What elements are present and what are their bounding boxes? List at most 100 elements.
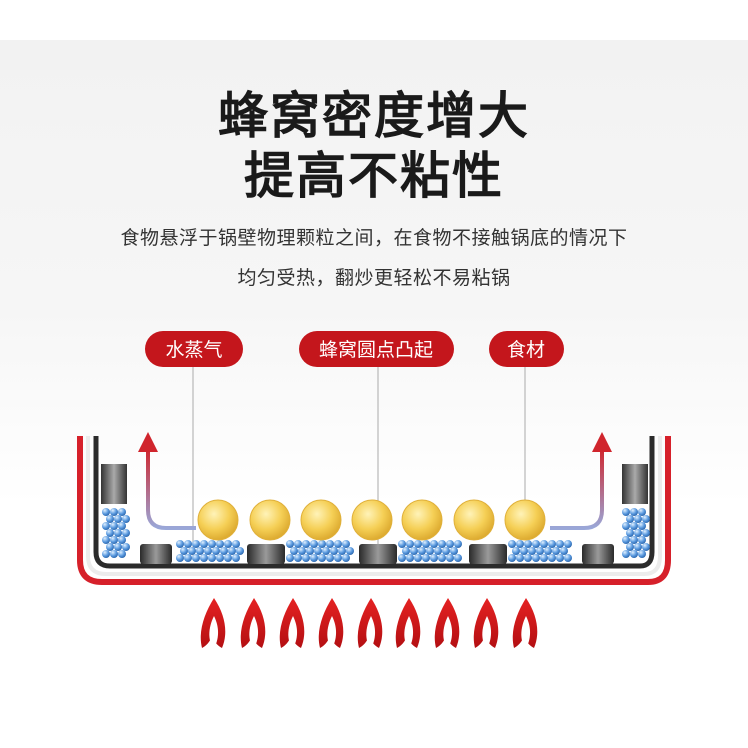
label-steam: 水蒸气 — [145, 331, 243, 367]
bubble — [334, 554, 342, 562]
bubble — [626, 529, 634, 537]
bubble — [508, 554, 516, 562]
side-block-left — [101, 464, 127, 504]
label-steam-text: 水蒸气 — [165, 339, 222, 361]
bubble — [532, 554, 540, 562]
bubble — [110, 522, 118, 530]
steam-arrow-icon-right — [592, 432, 612, 452]
bubble — [106, 515, 114, 523]
honeycomb-bumps — [140, 544, 614, 564]
bubble — [184, 554, 192, 562]
bubble — [102, 550, 110, 558]
bubble — [334, 540, 342, 548]
bubble — [634, 529, 642, 537]
bubble — [122, 515, 130, 523]
bubble — [114, 543, 122, 551]
bubble — [626, 515, 634, 523]
bubble — [512, 547, 520, 555]
bubble — [524, 540, 532, 548]
bubble — [398, 540, 406, 548]
bubble — [438, 554, 446, 562]
bubble — [286, 540, 294, 548]
bubble — [204, 547, 212, 555]
bubble — [638, 550, 646, 558]
bubble — [200, 554, 208, 562]
bubble — [208, 540, 216, 548]
bubble — [232, 540, 240, 548]
bubble — [114, 529, 122, 537]
food-ball — [249, 499, 291, 541]
bubble — [544, 547, 552, 555]
food-ball — [401, 499, 443, 541]
bubble — [306, 547, 314, 555]
bubble — [532, 540, 540, 548]
bubble — [552, 547, 560, 555]
bubble — [536, 547, 544, 555]
food-ball — [197, 499, 239, 541]
description-line-2: 均匀受热，翻炒更轻松不易粘锅 — [237, 267, 511, 289]
bubble — [626, 543, 634, 551]
bubble — [310, 540, 318, 548]
bubble — [346, 547, 354, 555]
bubble — [110, 536, 118, 544]
bubble — [548, 540, 556, 548]
bubble — [118, 522, 126, 530]
honeycomb-bump — [140, 544, 172, 564]
honeycomb-bump — [582, 544, 614, 564]
flame-icon — [240, 598, 266, 648]
bubble — [302, 540, 310, 548]
pan-outer-shell — [77, 436, 671, 585]
bubble — [318, 540, 326, 548]
bubble — [342, 554, 350, 562]
bubble — [634, 515, 642, 523]
bubble — [302, 554, 310, 562]
bubble — [228, 547, 236, 555]
bubble — [110, 550, 118, 558]
flame-icon — [200, 598, 226, 648]
bubble — [326, 554, 334, 562]
bubble — [622, 550, 630, 558]
label-food: 食材 — [489, 331, 564, 367]
pan-inner-black-layer — [93, 436, 655, 569]
bubble — [176, 554, 184, 562]
bubble — [122, 543, 130, 551]
bubble — [106, 529, 114, 537]
bubble — [414, 554, 422, 562]
bubble — [236, 547, 244, 555]
bubble — [446, 540, 454, 548]
flame-icon — [473, 598, 499, 648]
steam-arrow-right — [550, 448, 604, 530]
bubble — [540, 554, 548, 562]
bubble — [314, 547, 322, 555]
bubble — [622, 522, 630, 530]
bubble — [106, 543, 114, 551]
bubble — [454, 554, 462, 562]
bubble — [524, 554, 532, 562]
bubble — [516, 540, 524, 548]
bubble — [638, 522, 646, 530]
bubble — [520, 547, 528, 555]
bubble — [118, 550, 126, 558]
bubble — [528, 547, 536, 555]
bubble — [556, 554, 564, 562]
bubble — [110, 508, 118, 516]
bubble — [642, 529, 650, 537]
bubble — [414, 540, 422, 548]
bubble — [638, 536, 646, 544]
bubble — [630, 550, 638, 558]
honeycomb-bump — [359, 544, 397, 564]
bubble — [410, 547, 418, 555]
bubble — [622, 508, 630, 516]
bubble — [508, 540, 516, 548]
bubble — [114, 515, 122, 523]
bubble — [200, 540, 208, 548]
food-balls — [197, 499, 546, 541]
bubble — [232, 554, 240, 562]
bubble — [642, 543, 650, 551]
food-ball — [351, 499, 393, 541]
bubble — [192, 540, 200, 548]
bubble — [196, 547, 204, 555]
bubble — [450, 547, 458, 555]
bubble — [118, 536, 126, 544]
bubble — [342, 540, 350, 548]
